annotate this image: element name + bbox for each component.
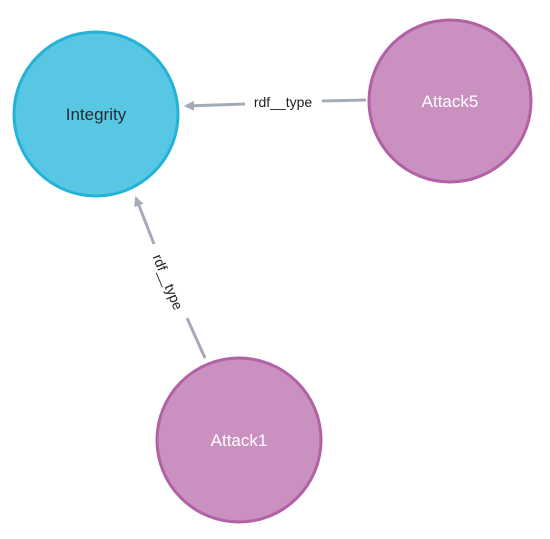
node-attack5[interactable]: Attack5 [367, 18, 533, 184]
edge-attack1-to-integrity[interactable]: rdf__type [134, 196, 207, 359]
node-label: Integrity [66, 105, 127, 124]
node-label: Attack1 [211, 431, 268, 450]
node-circle [12, 30, 180, 198]
node-attack1[interactable]: Attack1 [155, 356, 323, 524]
edge-line-arrow [134, 196, 156, 245]
node-integrity[interactable]: Integrity [12, 30, 180, 198]
edge-line [185, 317, 207, 359]
node-circle [367, 18, 533, 184]
edge-attack5-to-integrity[interactable]: rdf__type [184, 94, 367, 111]
edge-line-arrow [184, 100, 246, 111]
edge-label: rdf__type [254, 94, 313, 110]
edge-label: rdf__type [150, 252, 187, 312]
node-circle [155, 356, 323, 524]
edge-line [321, 98, 367, 103]
node-label: Attack5 [422, 92, 479, 111]
